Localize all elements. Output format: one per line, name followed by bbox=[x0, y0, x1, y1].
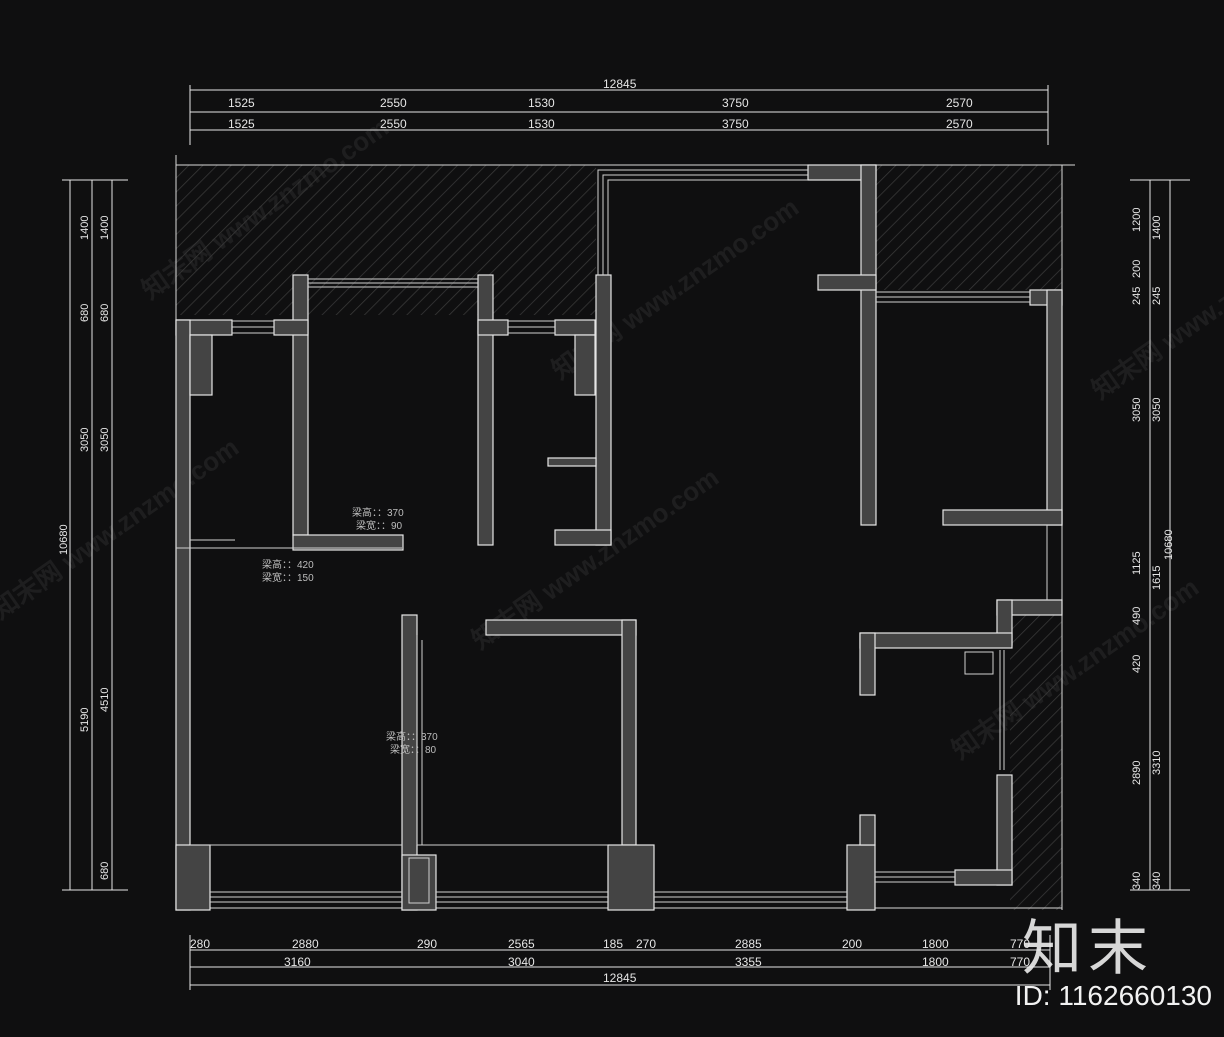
windows bbox=[176, 169, 1048, 904]
bottom-dim: 270 bbox=[636, 937, 656, 951]
bottom-dim: 1800 bbox=[922, 937, 949, 951]
top-dimensions: 12845 1525 2550 1530 3750 2570 1525 2550… bbox=[228, 77, 973, 131]
top-total-dim: 12845 bbox=[603, 77, 637, 91]
bottom-dim: 280 bbox=[190, 937, 210, 951]
left-dimensions: 10680 1400 680 3050 5190 1400 680 3050 4… bbox=[58, 216, 111, 880]
beam-width-label: 梁宽：：90 bbox=[356, 519, 403, 532]
top-dim: 1530 bbox=[528, 117, 555, 131]
left-dim: 4510 bbox=[99, 688, 111, 712]
top-dim: 2550 bbox=[380, 117, 407, 131]
beam-width-label: 梁宽：：150 bbox=[262, 571, 314, 584]
right-dim: 1615 bbox=[1151, 566, 1163, 590]
right-dim: 340 bbox=[1151, 872, 1163, 890]
left-dim: 5190 bbox=[79, 708, 91, 732]
top-dim: 1530 bbox=[528, 96, 555, 110]
right-dim: 3050 bbox=[1131, 398, 1143, 422]
right-dim: 3050 bbox=[1151, 398, 1163, 422]
top-dim: 1525 bbox=[228, 117, 255, 131]
left-dim: 3050 bbox=[99, 428, 111, 452]
bottom-dim: 2880 bbox=[292, 937, 319, 951]
top-dim: 2570 bbox=[946, 117, 973, 131]
bottom-dim: 3160 bbox=[284, 955, 311, 969]
left-dim: 680 bbox=[99, 304, 111, 322]
right-dim: 1400 bbox=[1151, 216, 1163, 240]
left-dim: 3050 bbox=[79, 428, 91, 452]
right-dim: 245 bbox=[1151, 287, 1163, 305]
image-id-label: ID: 1162660130 bbox=[1014, 980, 1212, 1011]
right-dimensions: 1200 200 245 3050 1125 490 420 2890 340 … bbox=[1131, 208, 1175, 890]
bottom-dim: 1800 bbox=[922, 955, 949, 969]
right-dim: 200 bbox=[1131, 260, 1143, 278]
bottom-dim: 3040 bbox=[508, 955, 535, 969]
bottom-dim: 290 bbox=[417, 937, 437, 951]
top-dim: 2570 bbox=[946, 96, 973, 110]
bottom-dim: 770 bbox=[1010, 937, 1030, 951]
bottom-dim: 200 bbox=[842, 937, 862, 951]
bottom-dim: 2565 bbox=[508, 937, 535, 951]
right-dim: 490 bbox=[1131, 607, 1143, 625]
top-dim: 3750 bbox=[722, 96, 749, 110]
right-dim: 1125 bbox=[1131, 551, 1143, 575]
bottom-dim: 770 bbox=[1010, 955, 1030, 969]
right-dim: 245 bbox=[1131, 287, 1143, 305]
bottom-dim: 185 bbox=[603, 937, 623, 951]
top-dim: 1525 bbox=[228, 96, 255, 110]
left-dim: 1400 bbox=[79, 216, 91, 240]
left-total-dim: 10680 bbox=[58, 524, 70, 555]
right-dim: 2890 bbox=[1131, 761, 1143, 785]
right-total-dim: 10680 bbox=[1163, 529, 1175, 560]
walls bbox=[175, 164, 1063, 911]
left-dim: 1400 bbox=[99, 216, 111, 240]
brand-logo: 知末 bbox=[1022, 914, 1154, 984]
left-dim: 680 bbox=[99, 862, 111, 880]
right-dim: 1200 bbox=[1131, 208, 1143, 232]
beam-height-label: 梁高：：370 bbox=[386, 730, 438, 743]
balcony-hatch bbox=[176, 165, 1062, 910]
bottom-dimensions: 280 2880 290 2565 185 270 2885 200 1800 … bbox=[190, 937, 1030, 985]
watermark-text: 知末网 www.znzmo.com bbox=[0, 432, 244, 625]
watermark-text: 知末网 www.znzmo.com bbox=[946, 572, 1204, 765]
right-dim: 3310 bbox=[1151, 751, 1163, 775]
beam-labels: 梁高：：370 梁宽：：90 梁高：：420 梁宽：：150 梁高：：370 梁… bbox=[262, 506, 438, 756]
bottom-dim: 2885 bbox=[735, 937, 762, 951]
beam-height-label: 梁高：：420 bbox=[262, 558, 314, 571]
top-dim: 3750 bbox=[722, 117, 749, 131]
dimension-lines bbox=[62, 85, 1190, 990]
right-dim: 340 bbox=[1131, 872, 1143, 890]
right-dim: 420 bbox=[1131, 655, 1143, 673]
bottom-total-dim: 12845 bbox=[603, 971, 637, 985]
top-dim: 2550 bbox=[380, 96, 407, 110]
beam-height-label: 梁高：：370 bbox=[352, 506, 404, 519]
left-dim: 680 bbox=[79, 304, 91, 322]
beam-width-label: 梁宽：：80 bbox=[390, 743, 437, 756]
bottom-dim: 3355 bbox=[735, 955, 762, 969]
